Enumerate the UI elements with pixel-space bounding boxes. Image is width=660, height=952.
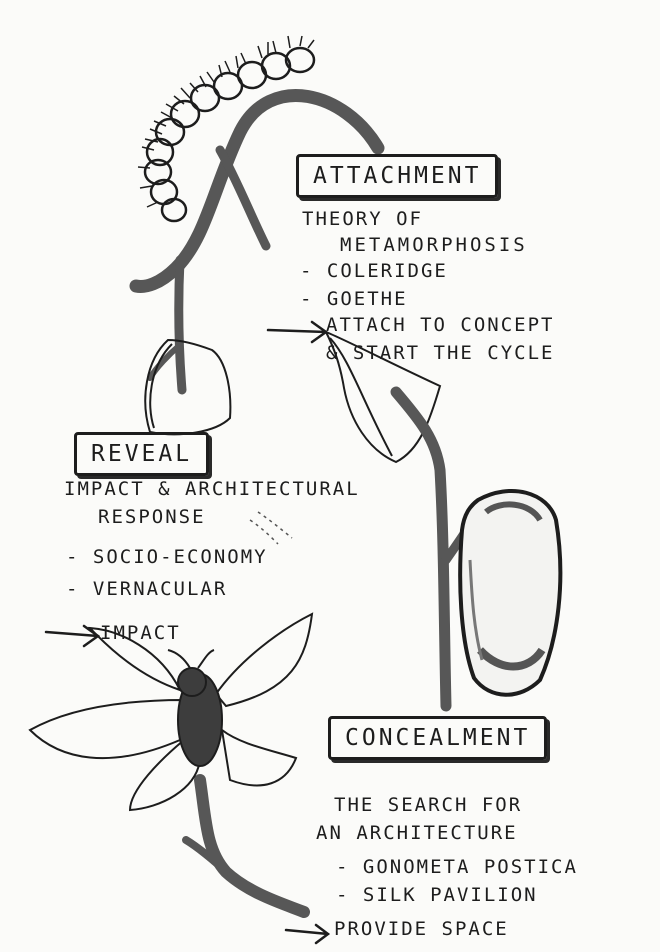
reveal-line-2: RESPONSE: [98, 508, 206, 527]
attachment-item-coleridge: - COLERIDGE: [300, 262, 448, 281]
concealment-item-gonometa: - GONOMETA POSTICA: [336, 858, 578, 877]
reveal-line-1: IMPACT & ARCHITECTURAL: [64, 480, 360, 499]
cocoon: [460, 491, 560, 695]
attachment-title: ATTACHMENT: [296, 154, 498, 198]
left-leaf: [145, 340, 230, 434]
concealment-line-1: THE SEARCH FOR: [334, 796, 522, 815]
attachment-line-2: METAMORPHOSIS: [340, 236, 528, 255]
reveal-title: REVEAL: [74, 432, 209, 476]
concealment-title: CONCEALMENT: [328, 716, 547, 760]
attachment-item-concept: ATTACH TO CONCEPT: [326, 316, 554, 335]
concealment-item-silk-pavilion: - SILK PAVILION: [336, 886, 538, 905]
dash-marks: [250, 512, 292, 544]
concealment-item-provide-space: PROVIDE SPACE: [334, 920, 509, 939]
concealment-line-2: AN ARCHITECTURE: [316, 824, 518, 843]
reveal-item-socio-economy: - SOCIO-ECONOMY: [66, 548, 268, 567]
reveal-item-impact: IMPACT: [100, 624, 181, 643]
attachment-item-goethe: - GOETHE: [300, 290, 408, 309]
reveal-item-vernacular: - VERNACULAR: [66, 580, 227, 599]
attachment-item-cycle: & START THE CYCLE: [326, 344, 554, 363]
attachment-line-1: THEORY OF: [302, 210, 423, 229]
arrows: [46, 322, 328, 943]
caterpillar: [138, 36, 314, 221]
butterfly-stem: [186, 780, 304, 912]
